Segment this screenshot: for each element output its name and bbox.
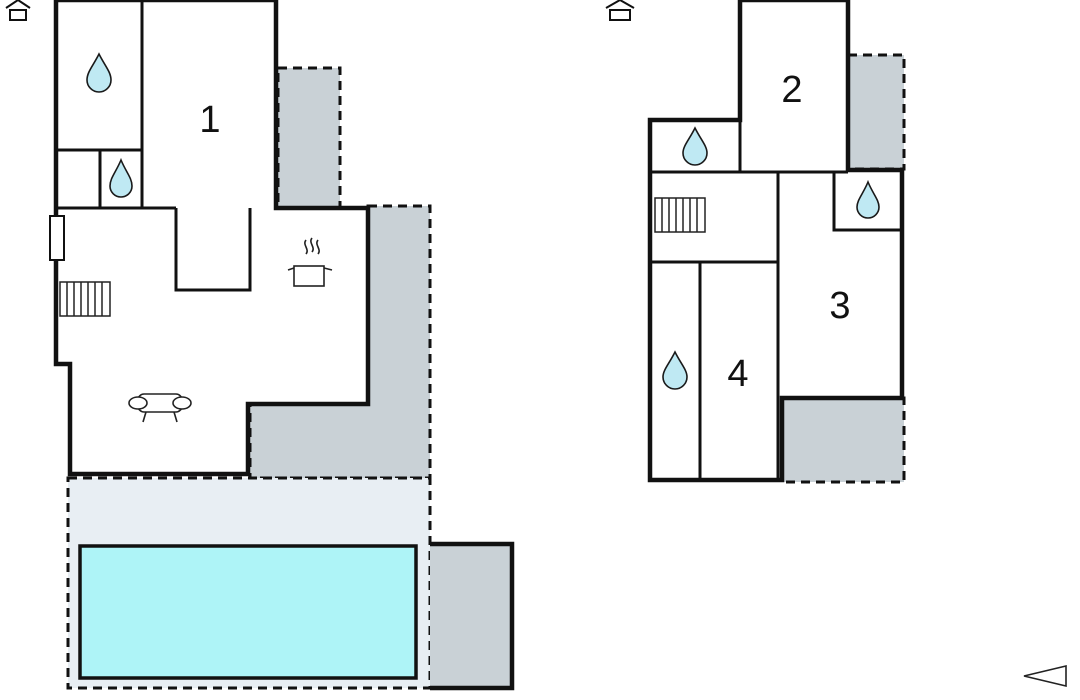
entrance-house-icon — [5, 0, 31, 21]
water-drop-icon — [109, 157, 133, 198]
water-drop-icon — [682, 126, 708, 166]
staircase-icon — [59, 281, 111, 317]
wall — [832, 172, 902, 232]
entrance-house-icon — [605, 0, 635, 21]
room-label-2: 2 — [781, 69, 802, 111]
terrace-pool-side-wall — [430, 541, 515, 691]
pool — [78, 544, 418, 680]
room-label-3: 3 — [829, 285, 850, 327]
room-label-4: 4 — [727, 353, 748, 395]
terrace-top — [276, 66, 342, 210]
water-drop-icon — [86, 52, 112, 93]
first-floor-outline — [647, 0, 905, 483]
sofa-icon — [128, 393, 192, 423]
cooking-pot-icon — [287, 237, 333, 287]
direction-arrow-icon — [1023, 664, 1067, 688]
water-drop-icon — [856, 179, 880, 219]
room-label-1: 1 — [199, 99, 220, 141]
terrace-lower-right — [780, 396, 906, 484]
terrace-upper-right — [846, 53, 906, 171]
wall — [174, 208, 252, 292]
terrace-pool-side-fill — [432, 546, 510, 686]
water-drop-icon — [662, 350, 688, 390]
ground-floor-outline — [53, 0, 371, 477]
window-marker — [49, 215, 65, 261]
staircase-icon — [654, 197, 706, 233]
